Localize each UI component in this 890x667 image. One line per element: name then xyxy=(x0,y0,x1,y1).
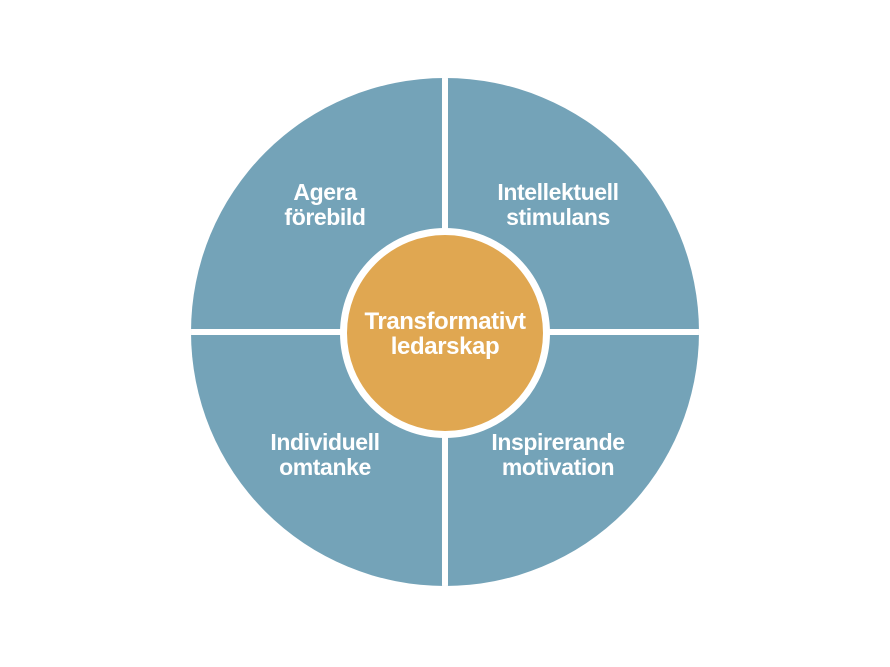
quadrant-label-bottom-left: Individuell omtanke xyxy=(270,429,380,480)
quadrant-label-line: Agera xyxy=(293,179,357,205)
quadrant-label-line: Intellektuell xyxy=(497,179,619,205)
center-label: Transformativt ledarskap xyxy=(364,308,526,360)
quadrant-label-line: stimulans xyxy=(506,204,610,230)
quadrant-label-line: Individuell xyxy=(270,429,380,455)
quadrant-label-line: Inspirerande xyxy=(491,429,625,455)
quadrant-label-line: omtanke xyxy=(279,454,371,480)
center-label-line: Transformativt xyxy=(364,308,526,335)
center-label-line: ledarskap xyxy=(390,333,500,360)
quadrant-label-line: förebild xyxy=(284,204,366,230)
center-circle xyxy=(340,228,550,438)
quadrant-label-top-right: Intellektuell stimulans xyxy=(497,179,619,230)
quadrant-label-line: motivation xyxy=(501,454,615,480)
quadrant-label-top-left: Agera förebild xyxy=(284,179,366,230)
quadrant-label-bottom-right: Inspirerande motivation xyxy=(491,429,625,480)
